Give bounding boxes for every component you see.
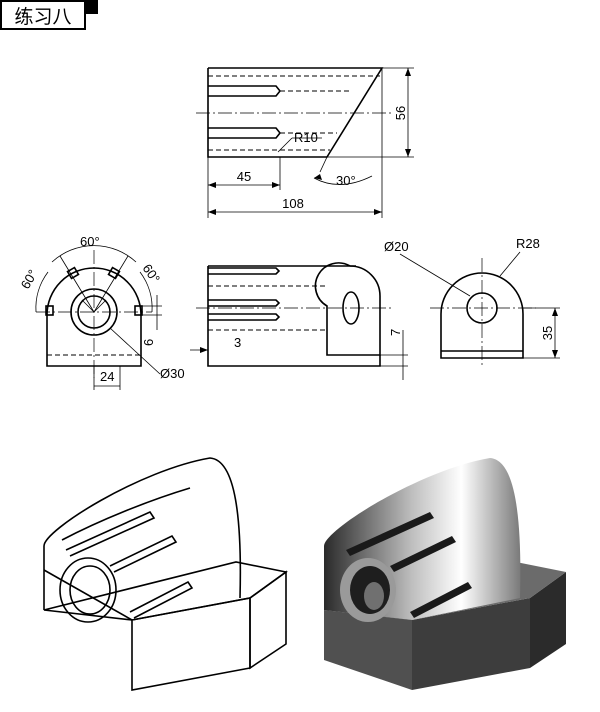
title-flag — [86, 0, 98, 14]
dim-6: 6 — [141, 339, 156, 346]
exercise-title: 练习八 — [0, 0, 86, 30]
dim-35: 35 — [540, 326, 555, 340]
dim-r10: R10 — [294, 130, 318, 145]
dim-108: 108 — [282, 196, 304, 211]
dim-56: 56 — [393, 106, 408, 120]
dim-angle-60-right: 60° — [140, 261, 164, 286]
dim-angle-60-left: 60° — [18, 267, 41, 292]
dim-angle-30: 30° — [336, 173, 356, 188]
top-view: 56 R10 45 108 30° — [196, 67, 414, 218]
dim-diameter-30: Ø30 — [160, 366, 185, 381]
dim-angle-60-top: 60° — [80, 234, 100, 249]
dim-3: 3 — [234, 335, 241, 350]
dim-45: 45 — [237, 169, 251, 184]
isometric-line-view — [43, 457, 288, 691]
isometric-shaded-view — [324, 458, 566, 690]
right-view: Ø20 R28 35 — [384, 236, 560, 368]
front-view: 3 7 — [190, 262, 408, 380]
dim-diameter-20: Ø20 — [384, 239, 409, 254]
dim-24: 24 — [100, 369, 114, 384]
dim-7: 7 — [388, 329, 403, 336]
dim-r28: R28 — [516, 236, 540, 251]
left-view: 60° 60° 60° 6 24 Ø30 — [18, 234, 185, 390]
